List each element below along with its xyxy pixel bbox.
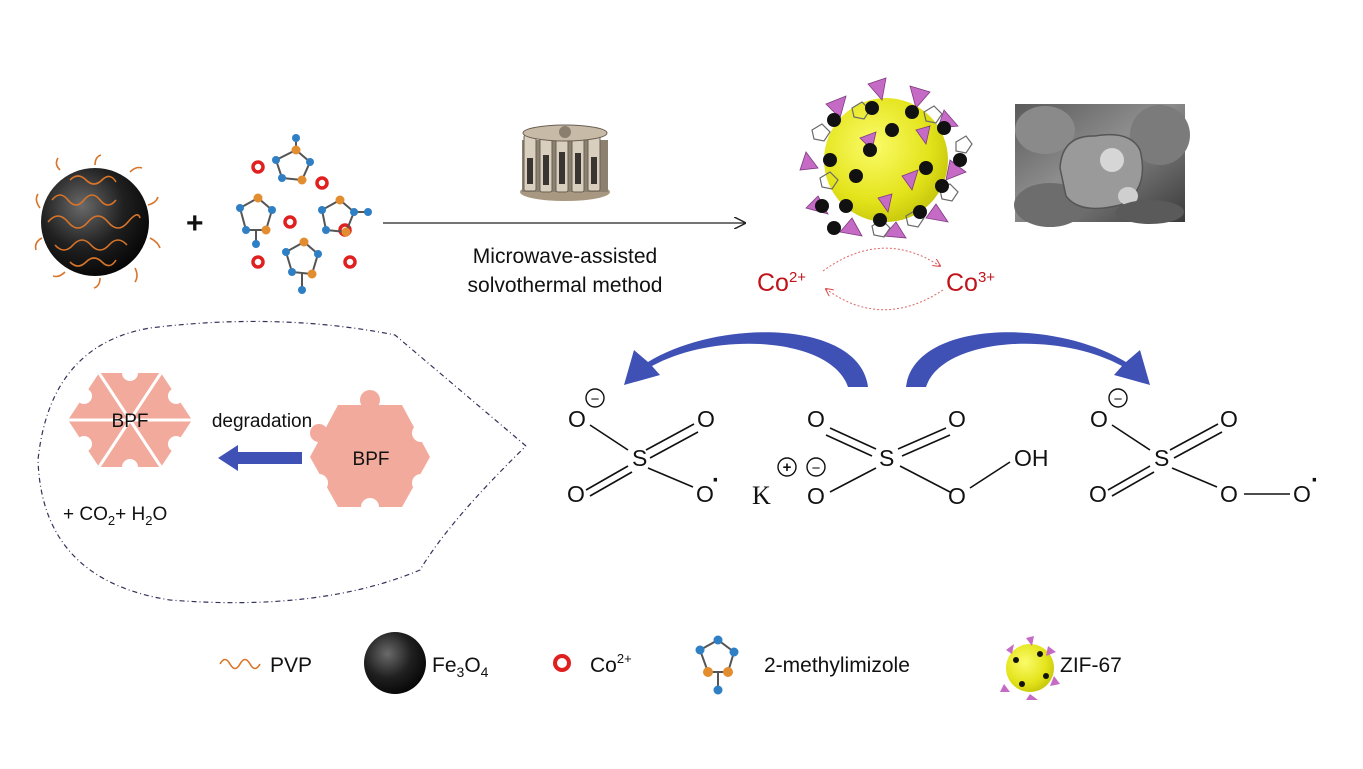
so5-o-terminal: O (1293, 481, 1311, 507)
legend-ligand-icon (695, 635, 739, 695)
legend-ligand-label: 2-methylimizole (764, 654, 910, 677)
degradation-arrow (218, 445, 302, 471)
microwave-reactor-icon (520, 124, 610, 201)
legend-fe3o4-label: Fe3O4 (432, 654, 489, 680)
degradation-label: degradation (212, 411, 312, 432)
sem-micrograph-image (1014, 104, 1190, 227)
pms-o-bridge: O (948, 483, 966, 509)
sulfate-radical-dot: · (712, 467, 720, 494)
so5-radical-dot: · (1311, 467, 1319, 494)
pms-s: S (879, 445, 894, 471)
legend: PVP Fe3O4 Co2+ 2-methylimizole (219, 632, 1122, 700)
legend-zif67-icon (1000, 636, 1060, 700)
pms-structure (825, 427, 1011, 493)
legend-co-ion-label: Co2+ (590, 651, 632, 677)
method-label-line2: solvothermal method (468, 274, 663, 297)
zif67-composite-particle-icon (798, 77, 974, 240)
so5-s: S (1154, 445, 1169, 471)
bpf-fragmented-hexagon-icon (68, 365, 192, 475)
degradation-bubble-outline (37, 320, 527, 604)
pms-oh: OH (1014, 445, 1049, 471)
potassium-charge-circle (777, 457, 797, 477)
bpf-label-intact: BPF (353, 449, 390, 470)
sulfate-charge-minus: − (591, 391, 600, 408)
precursor-mixture-icon (236, 134, 372, 294)
activation-arrow-right (906, 332, 1150, 387)
plus-sign: + (186, 207, 204, 240)
peroxymonosulfate-radical-structure (1107, 388, 1290, 497)
redox-co-left: Co2+ (757, 269, 806, 297)
bpf-intact-hexagon-icon (310, 390, 430, 516)
so5-o-bridge: O (1220, 481, 1238, 507)
pms-charge-minus: − (812, 460, 821, 477)
redox-co-right: Co3+ (946, 269, 995, 297)
sulfate-o-topright: O (697, 406, 715, 432)
activation-arrow-left (624, 332, 868, 387)
legend-fe3o4-icon (364, 632, 426, 694)
degradation-products: + CO2+ H2O (63, 504, 167, 528)
so5-o-topright: O (1220, 406, 1238, 432)
pms-charge-circle (806, 457, 826, 477)
legend-co-ion-icon (553, 654, 571, 672)
method-label-line1: Microwave-assisted (473, 245, 657, 268)
bpf-label-degraded: BPF (112, 411, 149, 432)
pms-o-topright: O (948, 406, 966, 432)
legend-pvp-icon (219, 658, 261, 670)
sulfate-o-bottomleft: O (567, 481, 585, 507)
pms-o-bottomleft: O (807, 483, 825, 509)
so5-o-topleft: O (1090, 406, 1108, 432)
so5-charge-minus: − (1114, 391, 1123, 408)
potassium-k: K (752, 481, 771, 510)
fe3o4-pvp-particle-icon (34, 154, 161, 289)
so5-o-bottomleft: O (1089, 481, 1107, 507)
legend-pvp-label: PVP (270, 654, 312, 677)
pms-o-topleft: O (807, 406, 825, 432)
sulfate-o-topleft: O (568, 406, 586, 432)
legend-zif67-label: ZIF-67 (1060, 654, 1122, 677)
sulfate-s: S (632, 445, 647, 471)
sulfate-o-bottomright: O (696, 481, 714, 507)
sulfate-radical-structure (585, 388, 699, 497)
redox-arrow-top (822, 247, 940, 272)
redox-arrow-bottom (826, 289, 944, 311)
potassium-charge-plus: + (783, 459, 792, 476)
